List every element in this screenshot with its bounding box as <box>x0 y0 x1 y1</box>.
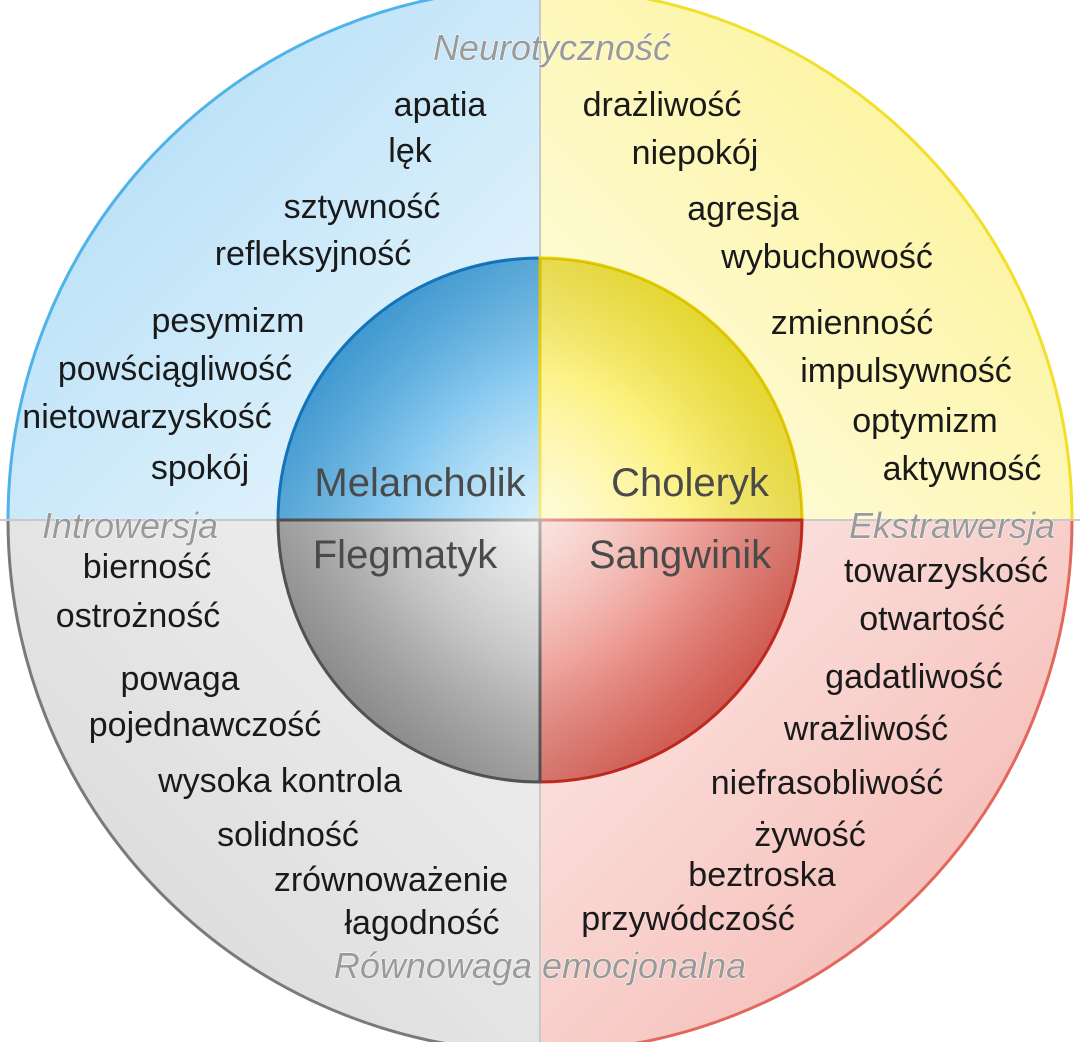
trait-sanguine: beztroska <box>688 856 835 894</box>
trait-choleric: niepokój <box>632 134 759 172</box>
axis-label-bottom: Równowaga emocjonalna <box>334 945 746 986</box>
temperament-label-phlegmatic: Flegmatyk <box>313 533 498 577</box>
trait-melancholic: lęk <box>388 132 432 170</box>
trait-melancholic: refleksyjność <box>215 235 412 273</box>
trait-sanguine: niefrasobliwość <box>711 764 943 802</box>
outer-border-red <box>634 519 1074 1042</box>
trait-choleric: impulsywność <box>800 352 1012 390</box>
trait-melancholic: spokój <box>151 449 249 487</box>
outer-border-yellow <box>644 0 1074 521</box>
trait-choleric: zmienność <box>771 304 934 342</box>
trait-phlegmatic: powaga <box>120 660 239 698</box>
trait-choleric: agresja <box>687 190 799 228</box>
trait-choleric: wybuchowość <box>720 238 933 276</box>
trait-melancholic: powściągliwość <box>58 350 292 388</box>
trait-choleric: aktywność <box>883 450 1042 488</box>
trait-phlegmatic: zrównoważenie <box>274 861 508 899</box>
trait-sanguine: żywość <box>754 816 865 854</box>
axis-label-right: Ekstrawersja <box>849 505 1055 546</box>
trait-sanguine: przywódczość <box>581 900 795 938</box>
axis-label-top: Neurotyczność <box>433 27 671 68</box>
trait-phlegmatic: wysoka kontrola <box>157 762 402 800</box>
trait-phlegmatic: ostrożność <box>56 597 220 635</box>
trait-phlegmatic: bierność <box>83 548 212 586</box>
trait-phlegmatic: pojednawczość <box>89 706 321 744</box>
trait-choleric: optymizm <box>852 402 997 440</box>
trait-choleric: drażliwość <box>583 86 742 124</box>
trait-sanguine: otwartość <box>859 600 1005 638</box>
trait-sanguine: towarzyskość <box>844 552 1048 590</box>
trait-sanguine: wrażliwość <box>783 710 948 748</box>
trait-phlegmatic: łagodność <box>344 904 499 942</box>
temperament-label-choleric: Choleryk <box>611 461 770 505</box>
temperament-label-melancholic: Melancholik <box>314 461 526 505</box>
trait-melancholic: pesymizm <box>151 302 304 340</box>
axis-label-left: Introwersja <box>42 505 218 546</box>
outer-border-gray <box>6 519 446 1042</box>
trait-melancholic: apatia <box>394 86 487 124</box>
trait-phlegmatic: solidność <box>217 816 359 854</box>
temperament-label-sanguine: Sangwinik <box>589 533 772 577</box>
trait-melancholic: nietowarzyskość <box>22 398 271 436</box>
sphere-highlight <box>278 258 802 782</box>
trait-melancholic: sztywność <box>284 188 441 226</box>
outer-border-blue <box>6 0 436 521</box>
trait-sanguine: gadatliwość <box>825 658 1003 696</box>
